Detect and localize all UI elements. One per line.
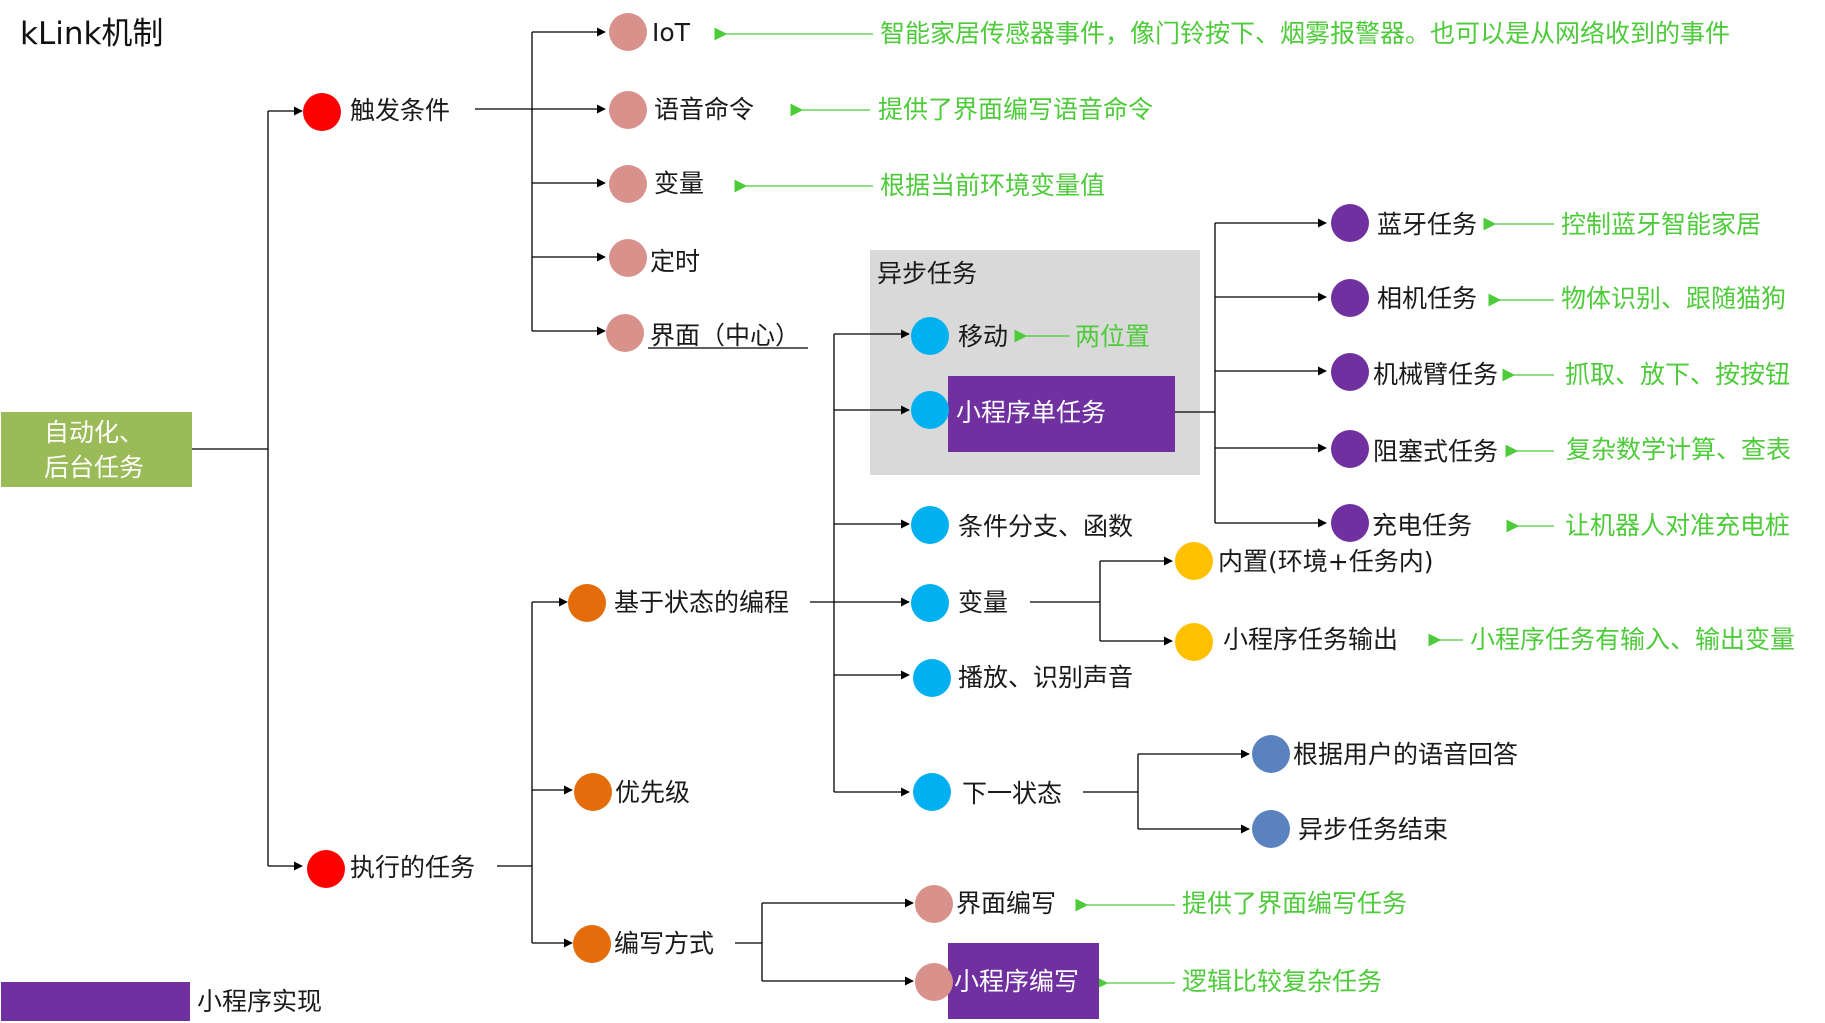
mini-single-task-label: 小程序单任务 [956, 398, 1106, 427]
mini-task-note: 物体识别、跟随猫狗 [1561, 284, 1786, 313]
next-state-label: 下一状态 [962, 779, 1062, 808]
mini-task-node [1331, 504, 1369, 542]
mini-task-note: 控制蓝牙智能家居 [1561, 210, 1761, 239]
trigger-item-note: 智能家居传感器事件，像门铃按下、烟雾报警器。也可以是从网络收到的事件 [880, 19, 1730, 48]
legend-swatch [1, 982, 190, 1021]
next-state-item-label: 异步任务结束 [1298, 815, 1448, 844]
priority-node [574, 773, 612, 811]
writing-item-node [915, 963, 953, 1001]
move-node [911, 317, 949, 355]
root-box [1, 412, 192, 487]
mini-task-note: 抓取、放下、按按钮 [1565, 360, 1790, 389]
branch-function-label: 条件分支、函数 [958, 512, 1133, 541]
trigger-item-node [609, 239, 647, 277]
mini-task-label: 充电任务 [1372, 511, 1472, 540]
variable-item-label: 内置(环境+任务内) [1218, 547, 1433, 576]
mini-task-node [1331, 353, 1369, 391]
writing-method-label: 编写方式 [614, 929, 714, 958]
variable-node [911, 584, 949, 622]
play-sound-node [913, 659, 951, 697]
mini-single-task-box [948, 376, 1175, 452]
mini-task-node [1331, 204, 1369, 242]
mini-task-label: 相机任务 [1377, 284, 1477, 313]
note-arrows [714, 27, 1554, 990]
trigger-item-note: 根据当前环境变量值 [880, 171, 1105, 200]
trigger-item-label: 变量 [654, 169, 704, 198]
trigger-item-label: 界面（中心） [650, 321, 800, 350]
trigger-label: 触发条件 [350, 96, 450, 125]
move-label: 移动 [958, 322, 1008, 351]
async-group-title: 异步任务 [877, 259, 977, 288]
trigger-item-note: 提供了界面编写语音命令 [878, 95, 1153, 124]
page-title: kLink机制 [20, 16, 163, 52]
writing-method-node [573, 925, 611, 963]
writing-item-label: 小程序编写 [954, 967, 1079, 996]
mini-single-task-node [911, 391, 949, 429]
writing-item-label: 界面编写 [956, 889, 1056, 918]
state-programming-node [568, 584, 606, 622]
execute-label: 执行的任务 [350, 853, 475, 882]
next-state-item-node [1252, 810, 1290, 848]
next-state-item-label: 根据用户的语音回答 [1293, 740, 1518, 769]
trigger-item-node [609, 13, 647, 51]
mini-task-node [1331, 279, 1369, 317]
next-state-item-node [1252, 735, 1290, 773]
variable-item-note: 小程序任务有输入、输出变量 [1470, 625, 1795, 654]
root-label-line1: 自动化、 [44, 418, 144, 447]
execute-node [307, 850, 345, 888]
writing-item-node [915, 885, 953, 923]
connector-lines [192, 27, 1327, 986]
writing-item-note: 逻辑比较复杂任务 [1182, 967, 1382, 996]
trigger-item-node [609, 91, 647, 129]
move-note: 两位置 [1075, 322, 1150, 351]
trigger-item-node [606, 314, 644, 352]
trigger-item-label: IoT [652, 18, 691, 47]
mini-task-label: 蓝牙任务 [1377, 210, 1477, 239]
variable-label: 变量 [958, 588, 1008, 617]
branch-function-node [911, 506, 949, 544]
mini-task-node [1331, 430, 1369, 468]
writing-item-note: 提供了界面编写任务 [1182, 889, 1407, 918]
mini-task-label: 阻塞式任务 [1373, 437, 1498, 466]
legend-label: 小程序实现 [197, 987, 322, 1016]
play-sound-label: 播放、识别声音 [958, 663, 1133, 692]
variable-item-node [1175, 542, 1213, 580]
trigger-item-node [609, 165, 647, 203]
trigger-item-label: 定时 [650, 247, 700, 276]
mini-task-label: 机械臂任务 [1373, 360, 1498, 389]
priority-label: 优先级 [615, 778, 690, 807]
trigger-node [303, 93, 341, 131]
trigger-item-label: 语音命令 [654, 95, 754, 124]
mini-task-note: 复杂数学计算、查表 [1566, 435, 1791, 464]
mini-program-writing-box [948, 943, 1099, 1019]
state-programming-label: 基于状态的编程 [614, 588, 789, 617]
variable-item-label: 小程序任务输出 [1223, 625, 1398, 654]
root-label-line2: 后台任务 [44, 453, 144, 482]
mini-task-note: 让机器人对准充电桩 [1565, 511, 1790, 540]
next-state-node [913, 773, 951, 811]
variable-item-node [1175, 623, 1213, 661]
